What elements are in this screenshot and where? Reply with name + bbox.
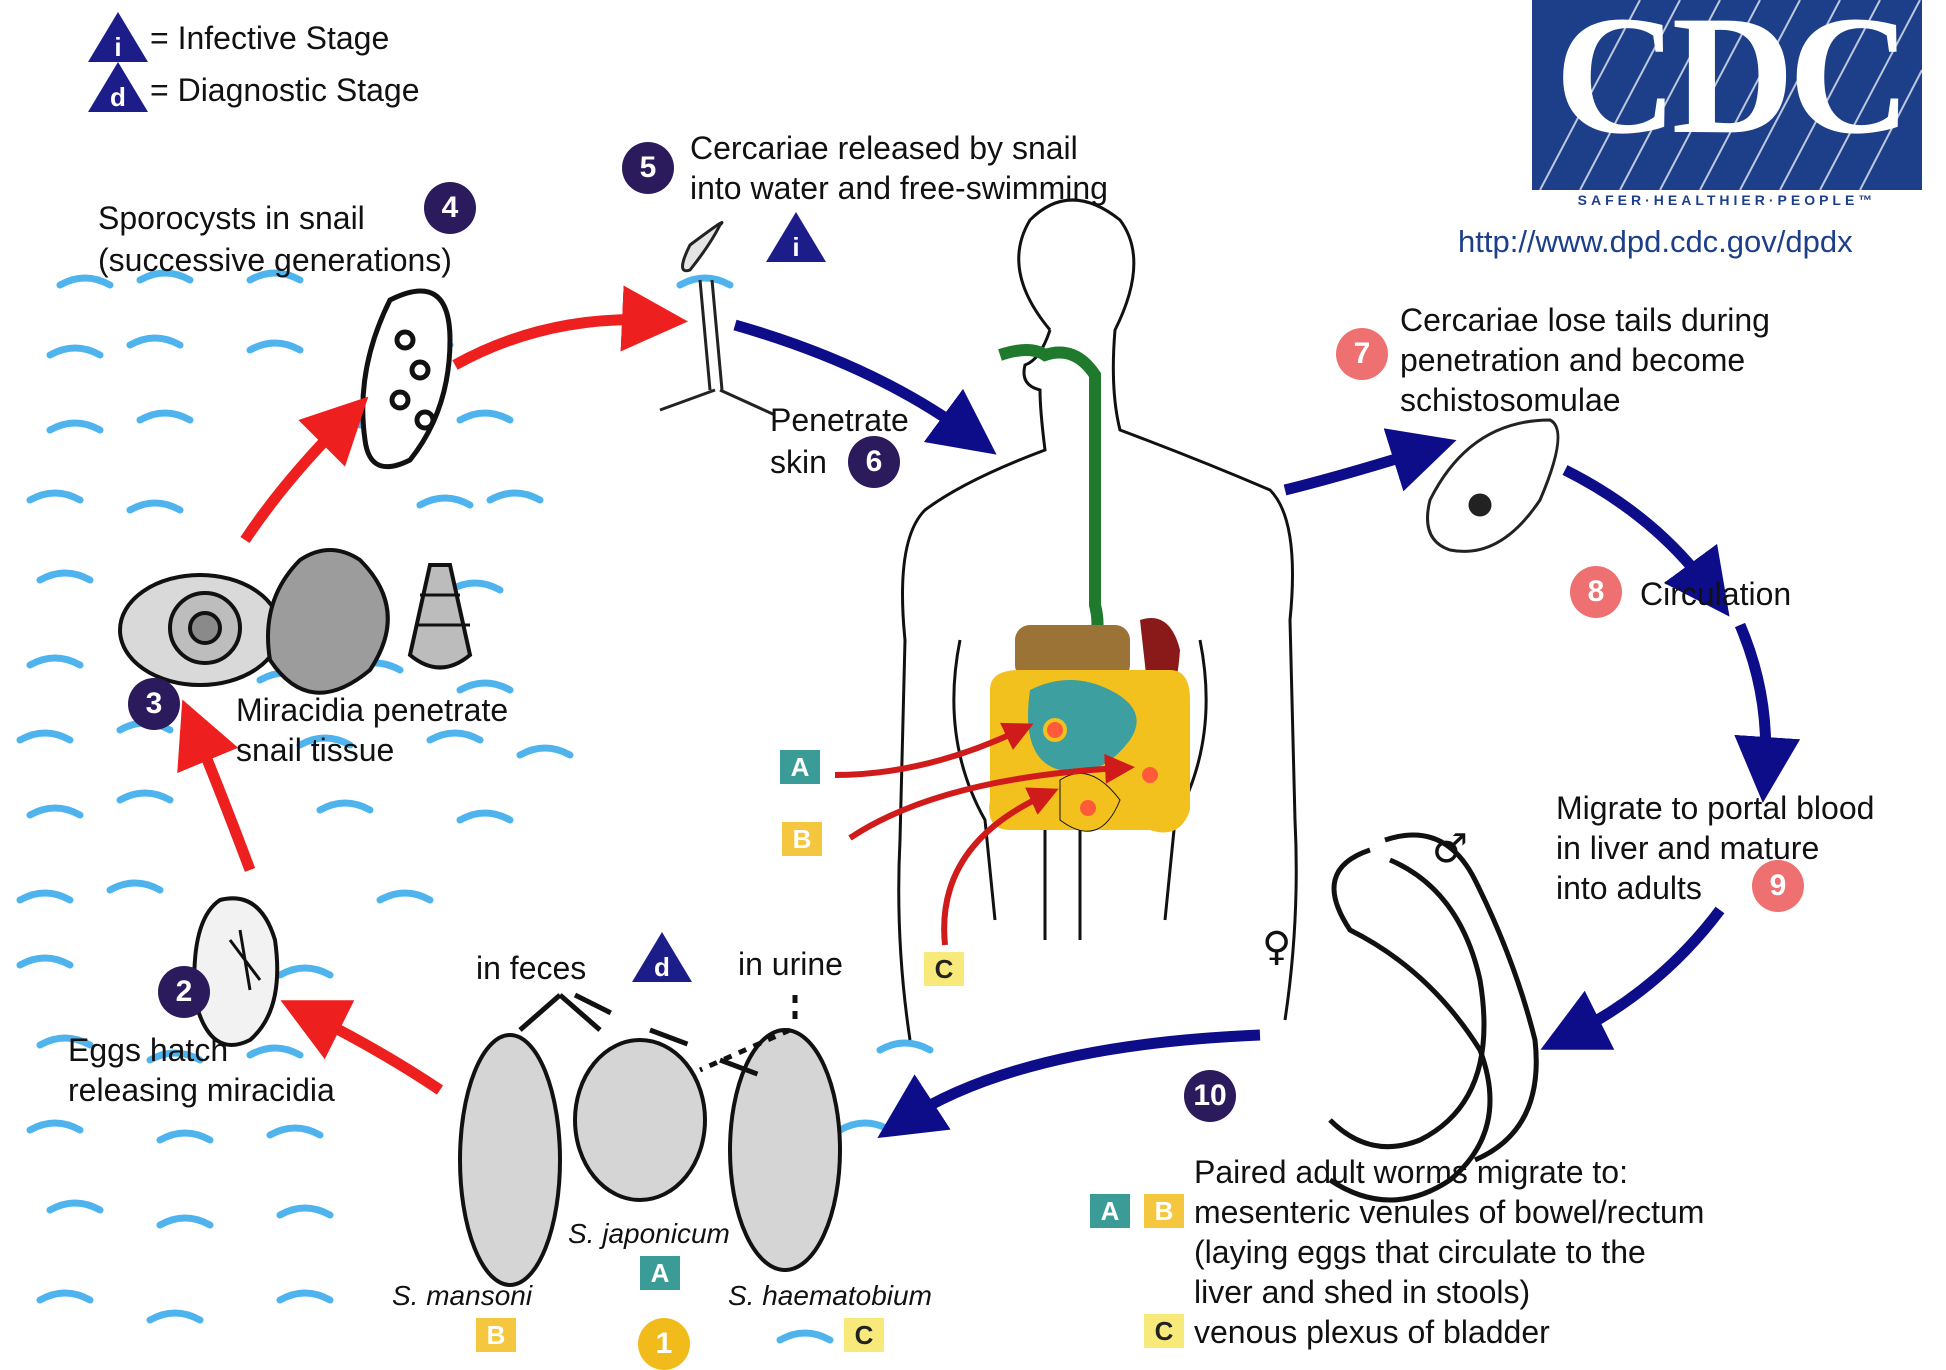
cdc-logo-text: CDC [1540,0,1920,160]
cercariae-released-label-line2: into water and free-swimming [690,168,1108,208]
paired-worms-label-line4: liver and shed in stools) [1194,1272,1530,1312]
cercariae-released-label-line1: Cercariae released by snail [690,128,1078,168]
eggs-hatch-label-line2: releasing miracidia [68,1070,335,1110]
infective-stage-label: = Infective Stage [150,18,389,58]
sporocyst-icon [363,291,450,467]
paired-worms-label-line5: venous plexus of bladder [1194,1312,1550,1352]
paired-worms-label-line1: Paired adult worms migrate to: [1194,1152,1628,1192]
diagnostic-stage-label: = Diagnostic Stage [150,70,420,110]
step-6-badge: 6 [848,436,900,488]
female-symbol: ♀ [1262,924,1291,970]
eggs-hatch-label-line1: Eggs hatch [68,1030,228,1070]
svg-text:i: i [792,232,799,262]
paired-worms-label-line2: mesenteric venules of bowel/rectum [1194,1192,1704,1232]
species-japonicum-label: S. japonicum [568,1218,730,1250]
miracidia-label-line2: snail tissue [236,730,394,770]
circulation-label: Circulation [1640,574,1791,614]
step-8-badge: 8 [1570,566,1622,618]
diagnostic-stage-legend-icon: d [86,60,150,114]
diagnostic-stage-icon: d [630,930,694,984]
step-10-badge: 10 [1184,1070,1236,1122]
penetrate-label-line1: Penetrate [770,400,909,440]
lose-tails-label-line1: Cercariae lose tails during [1400,300,1770,340]
tag-b-mansoni: B [476,1318,516,1352]
svg-text:d: d [110,82,126,112]
sporocysts-label-line1: Sporocysts in snail [98,198,365,238]
step-1-badge: 1 [638,1318,690,1370]
tag-b-mesenteric: B [1144,1194,1184,1228]
schistosomulum-icon [1428,420,1559,551]
step-7-badge: 7 [1336,328,1388,380]
migrate-label-line2: in liver and mature [1556,828,1819,868]
miracidium-icon [194,898,277,1045]
tag-b-bowel: B [782,822,822,856]
cdc-url-link[interactable]: http://www.dpd.cdc.gov/dpdx [1458,224,1853,260]
tag-a-mesenteric: A [1090,1194,1130,1228]
migrate-label-line1: Migrate to portal blood [1556,788,1874,828]
in-urine-label: in urine [738,944,843,984]
penetrate-label-line2: skin [770,442,827,482]
infective-stage-icon: i [764,210,828,264]
in-feces-label: in feces [476,948,586,988]
step-5-badge: 5 [622,142,674,194]
snail-icons [120,550,470,693]
miracidia-label-line1: Miracidia penetrate [236,690,508,730]
cercaria-icon [660,223,775,416]
species-haematobium-label: S. haematobium [728,1280,932,1312]
digestive-organs [989,350,1190,833]
paired-worms-label-line3: (laying eggs that circulate to the [1194,1232,1646,1272]
species-mansoni-label: S. mansoni [392,1280,532,1312]
lose-tails-label-line2: penetration and become [1400,340,1745,380]
cdc-logo-tagline: SAFER·HEALTHIER·PEOPLE™ [1532,192,1922,208]
svg-text:d: d [654,952,670,982]
tag-c-venous-plexus: C [1144,1314,1184,1348]
svg-text:i: i [114,32,121,62]
tag-c-bladder: C [924,952,964,986]
step-3-badge: 3 [128,678,180,730]
infective-stage-legend-icon: i [86,10,150,64]
tag-c-haematobium: C [844,1318,884,1352]
adult-worms-icon [1330,835,1536,1200]
sporocysts-label-line2: (successive generations) [98,240,452,280]
migrate-label-line3: into adults [1556,868,1702,908]
lose-tails-label-line3: schistosomulae [1400,380,1621,420]
tag-a-bowel: A [780,750,820,784]
step-2-badge: 2 [158,966,210,1018]
step-4-badge: 4 [424,182,476,234]
tag-a-japonicum: A [640,1256,680,1290]
male-symbol: ♂ [1432,826,1468,872]
